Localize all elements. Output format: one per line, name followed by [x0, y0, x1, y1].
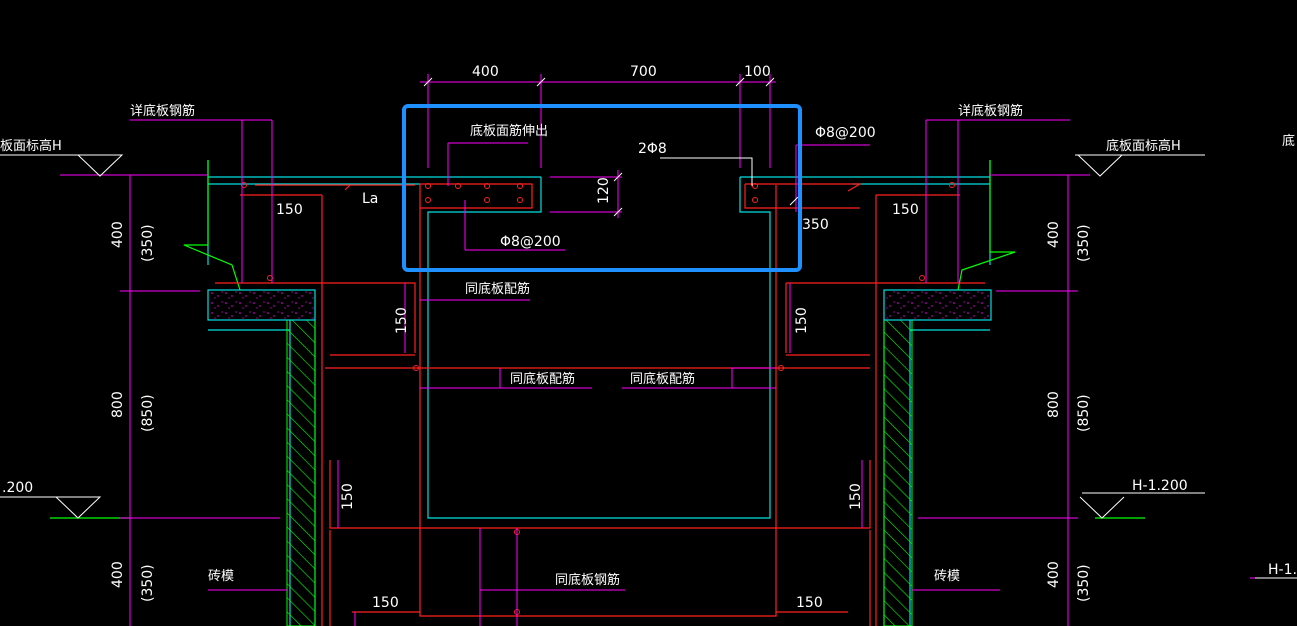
selection-highlight-box[interactable]	[402, 104, 802, 272]
dim-right-400: 400	[1046, 221, 1062, 248]
rotated-dims: 120 150 150 150 150 400 (350) 800 (850) …	[110, 177, 1092, 602]
label-brick-left: 砖模	[208, 569, 234, 584]
label-elevation-right: H-1.200	[1132, 478, 1188, 494]
dim-right-350b: (350)	[1076, 564, 1092, 602]
dim-400-top: 400	[472, 64, 499, 80]
label-elevation-left: .200	[2, 480, 33, 496]
rebar-dots	[241, 182, 955, 615]
dim-150-bottom-right: 150	[796, 595, 823, 611]
dim-350: 350	[802, 217, 829, 233]
label-edge-right: 底	[1282, 133, 1295, 149]
dim-150-top-left: 150	[276, 202, 303, 218]
dim-right-800: 800	[1046, 391, 1062, 418]
label-elevation-far-right: H-1.5	[1268, 562, 1297, 578]
dim-left-850: (850)	[140, 394, 156, 432]
label-slab-elevation-right: 底板面标高H	[1106, 138, 1181, 154]
cyan-outline	[207, 160, 992, 626]
dim-150-mid-right: 150	[794, 307, 810, 334]
red-rebar	[215, 183, 985, 626]
dim-150-top-right: 150	[892, 202, 919, 218]
break-lines	[50, 160, 1145, 519]
label-same-slab-1: 同底板配筋	[465, 281, 530, 297]
concrete-slab-left	[207, 289, 316, 321]
dim-right-850: (850)	[1076, 394, 1092, 432]
label-la: La	[362, 191, 378, 207]
label-slab-elevation-left: 板面标高H	[0, 138, 62, 154]
label-2phi8: 2Φ8	[638, 141, 667, 157]
dim-150-low-right: 150	[848, 483, 864, 510]
label-phi8-200-bottom: Φ8@200	[500, 234, 561, 250]
label-bottom-slab-rebar-left: 详底板钢筋	[130, 103, 195, 119]
magenta-lines	[60, 119, 1297, 626]
dim-left-400: 400	[110, 221, 126, 248]
dim-left-350a: (350)	[140, 224, 156, 262]
dim-100-top: 100	[744, 64, 771, 80]
dim-150-mid-left: 150	[394, 307, 410, 334]
dim-700-top: 700	[630, 64, 657, 80]
dim-left-400b: 400	[110, 561, 126, 588]
label-same-slab-2: 同底板配筋	[510, 371, 575, 387]
dim-left-800: 800	[110, 391, 126, 418]
concrete-slab-right	[883, 289, 992, 321]
dim-right-400b: 400	[1046, 561, 1062, 588]
label-same-slab-rebar: 同底板钢筋	[555, 572, 620, 588]
label-bottom-slab-rebar-right: 详底板钢筋	[958, 103, 1023, 119]
dim-right-350a: (350)	[1076, 224, 1092, 262]
label-brick-right: 砖模	[934, 569, 960, 584]
dim-left-350b: (350)	[140, 564, 156, 602]
elevation-marks	[0, 154, 1297, 579]
label-same-slab-3: 同底板配筋	[630, 371, 695, 387]
brick-wall-left	[286, 319, 316, 626]
top-dimension	[420, 74, 776, 168]
label-extend-note: 底板面筋伸出	[470, 123, 548, 139]
dim-120: 120	[596, 177, 612, 204]
label-phi8-200-top: Φ8@200	[815, 125, 876, 141]
brick-wall-right	[883, 319, 913, 626]
dim-150-bottom-left: 150	[372, 595, 399, 611]
white-leaders	[613, 157, 799, 217]
dim-150-low-left: 150	[340, 483, 356, 510]
